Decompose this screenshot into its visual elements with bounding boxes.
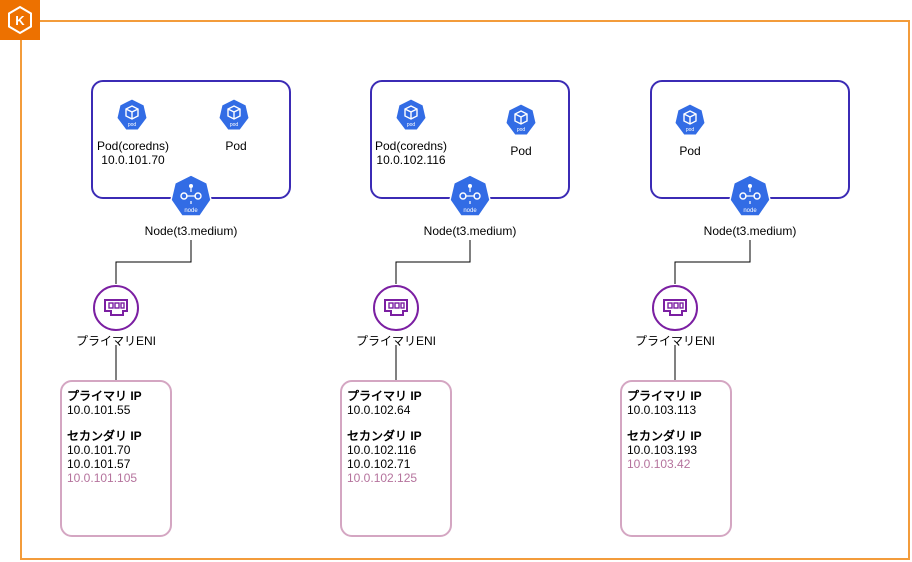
secondary-ip-heading: セカンダリ IP	[347, 429, 422, 443]
node-2-label: Node(t3.medium)	[423, 224, 517, 238]
svg-text:node: node	[743, 208, 757, 214]
svg-text:pod: pod	[407, 122, 416, 128]
secondary-ip: 10.0.102.116	[347, 443, 417, 457]
node-3-label: Node(t3.medium)	[703, 224, 797, 238]
eni-1-label: プライマリENI	[75, 334, 157, 348]
ip-box-3: プライマリ IP 10.0.103.113 セカンダリ IP 10.0.103.…	[620, 380, 732, 537]
warm-ip: 10.0.103.42	[627, 457, 691, 471]
eni-3-icon	[652, 285, 698, 331]
node3-to-eni3-line	[674, 240, 751, 284]
pod-1b-label: Pod	[225, 139, 247, 153]
pod-2a-icon: pod	[395, 98, 427, 131]
primary-ip-heading: プライマリ IP	[627, 389, 702, 403]
pod-1b-icon: pod	[218, 98, 250, 131]
node-1-icon: node	[170, 174, 212, 217]
warm-ip: 10.0.101.105	[67, 471, 138, 485]
eni-2-label: プライマリENI	[355, 334, 437, 348]
svg-text:pod: pod	[517, 127, 526, 133]
svg-text:pod: pod	[128, 122, 137, 128]
svg-text:pod: pod	[230, 122, 239, 128]
eni-3-label: プライマリENI	[634, 334, 716, 348]
secondary-ip: 10.0.103.193	[627, 443, 698, 457]
pod-1a-ip: 10.0.101.70	[101, 153, 165, 167]
secondary-ip: 10.0.101.57	[67, 457, 131, 471]
pod-2b-label: Pod	[510, 144, 532, 158]
pod-3a-label: Pod	[679, 144, 701, 158]
node-2-icon: node	[449, 174, 491, 217]
eks-logo-icon: K	[0, 0, 40, 40]
pod-2b-icon: pod	[505, 103, 537, 136]
node-3-icon: node	[729, 174, 771, 217]
primary-ip: 10.0.101.55	[67, 403, 131, 417]
eks-logo-letter: K	[15, 13, 25, 28]
ip-box-1: プライマリ IP 10.0.101.55 セカンダリ IP 10.0.101.7…	[60, 380, 172, 537]
ip-box-2: プライマリ IP 10.0.102.64 セカンダリ IP 10.0.102.1…	[340, 380, 452, 537]
svg-text:pod: pod	[686, 127, 695, 133]
secondary-ip: 10.0.102.71	[347, 457, 411, 471]
pod-2a-ip: 10.0.102.116	[376, 153, 446, 167]
pod-3a-icon: pod	[674, 103, 706, 136]
secondary-ip-heading: セカンダリ IP	[67, 429, 142, 443]
secondary-ip-heading: セカンダリ IP	[627, 429, 702, 443]
primary-ip-heading: プライマリ IP	[67, 389, 142, 403]
eni-1-icon	[93, 285, 139, 331]
primary-ip: 10.0.102.64	[347, 403, 411, 417]
node-1-label: Node(t3.medium)	[144, 224, 238, 238]
node2-to-eni2-line	[395, 240, 471, 284]
eni-2-icon	[373, 285, 419, 331]
primary-ip: 10.0.103.113	[627, 403, 697, 417]
eks-cluster-boundary	[20, 20, 910, 560]
secondary-ip: 10.0.101.70	[67, 443, 131, 457]
pod-1a-icon: pod	[116, 98, 148, 131]
pod-1a-label: Pod(coredns)	[96, 139, 170, 153]
warm-ip: 10.0.102.125	[347, 471, 418, 485]
svg-text:node: node	[184, 208, 198, 214]
node1-to-eni1-line	[115, 240, 192, 284]
primary-ip-heading: プライマリ IP	[347, 389, 422, 403]
svg-text:node: node	[463, 208, 477, 214]
pod-2a-label: Pod(coredns)	[374, 139, 448, 153]
